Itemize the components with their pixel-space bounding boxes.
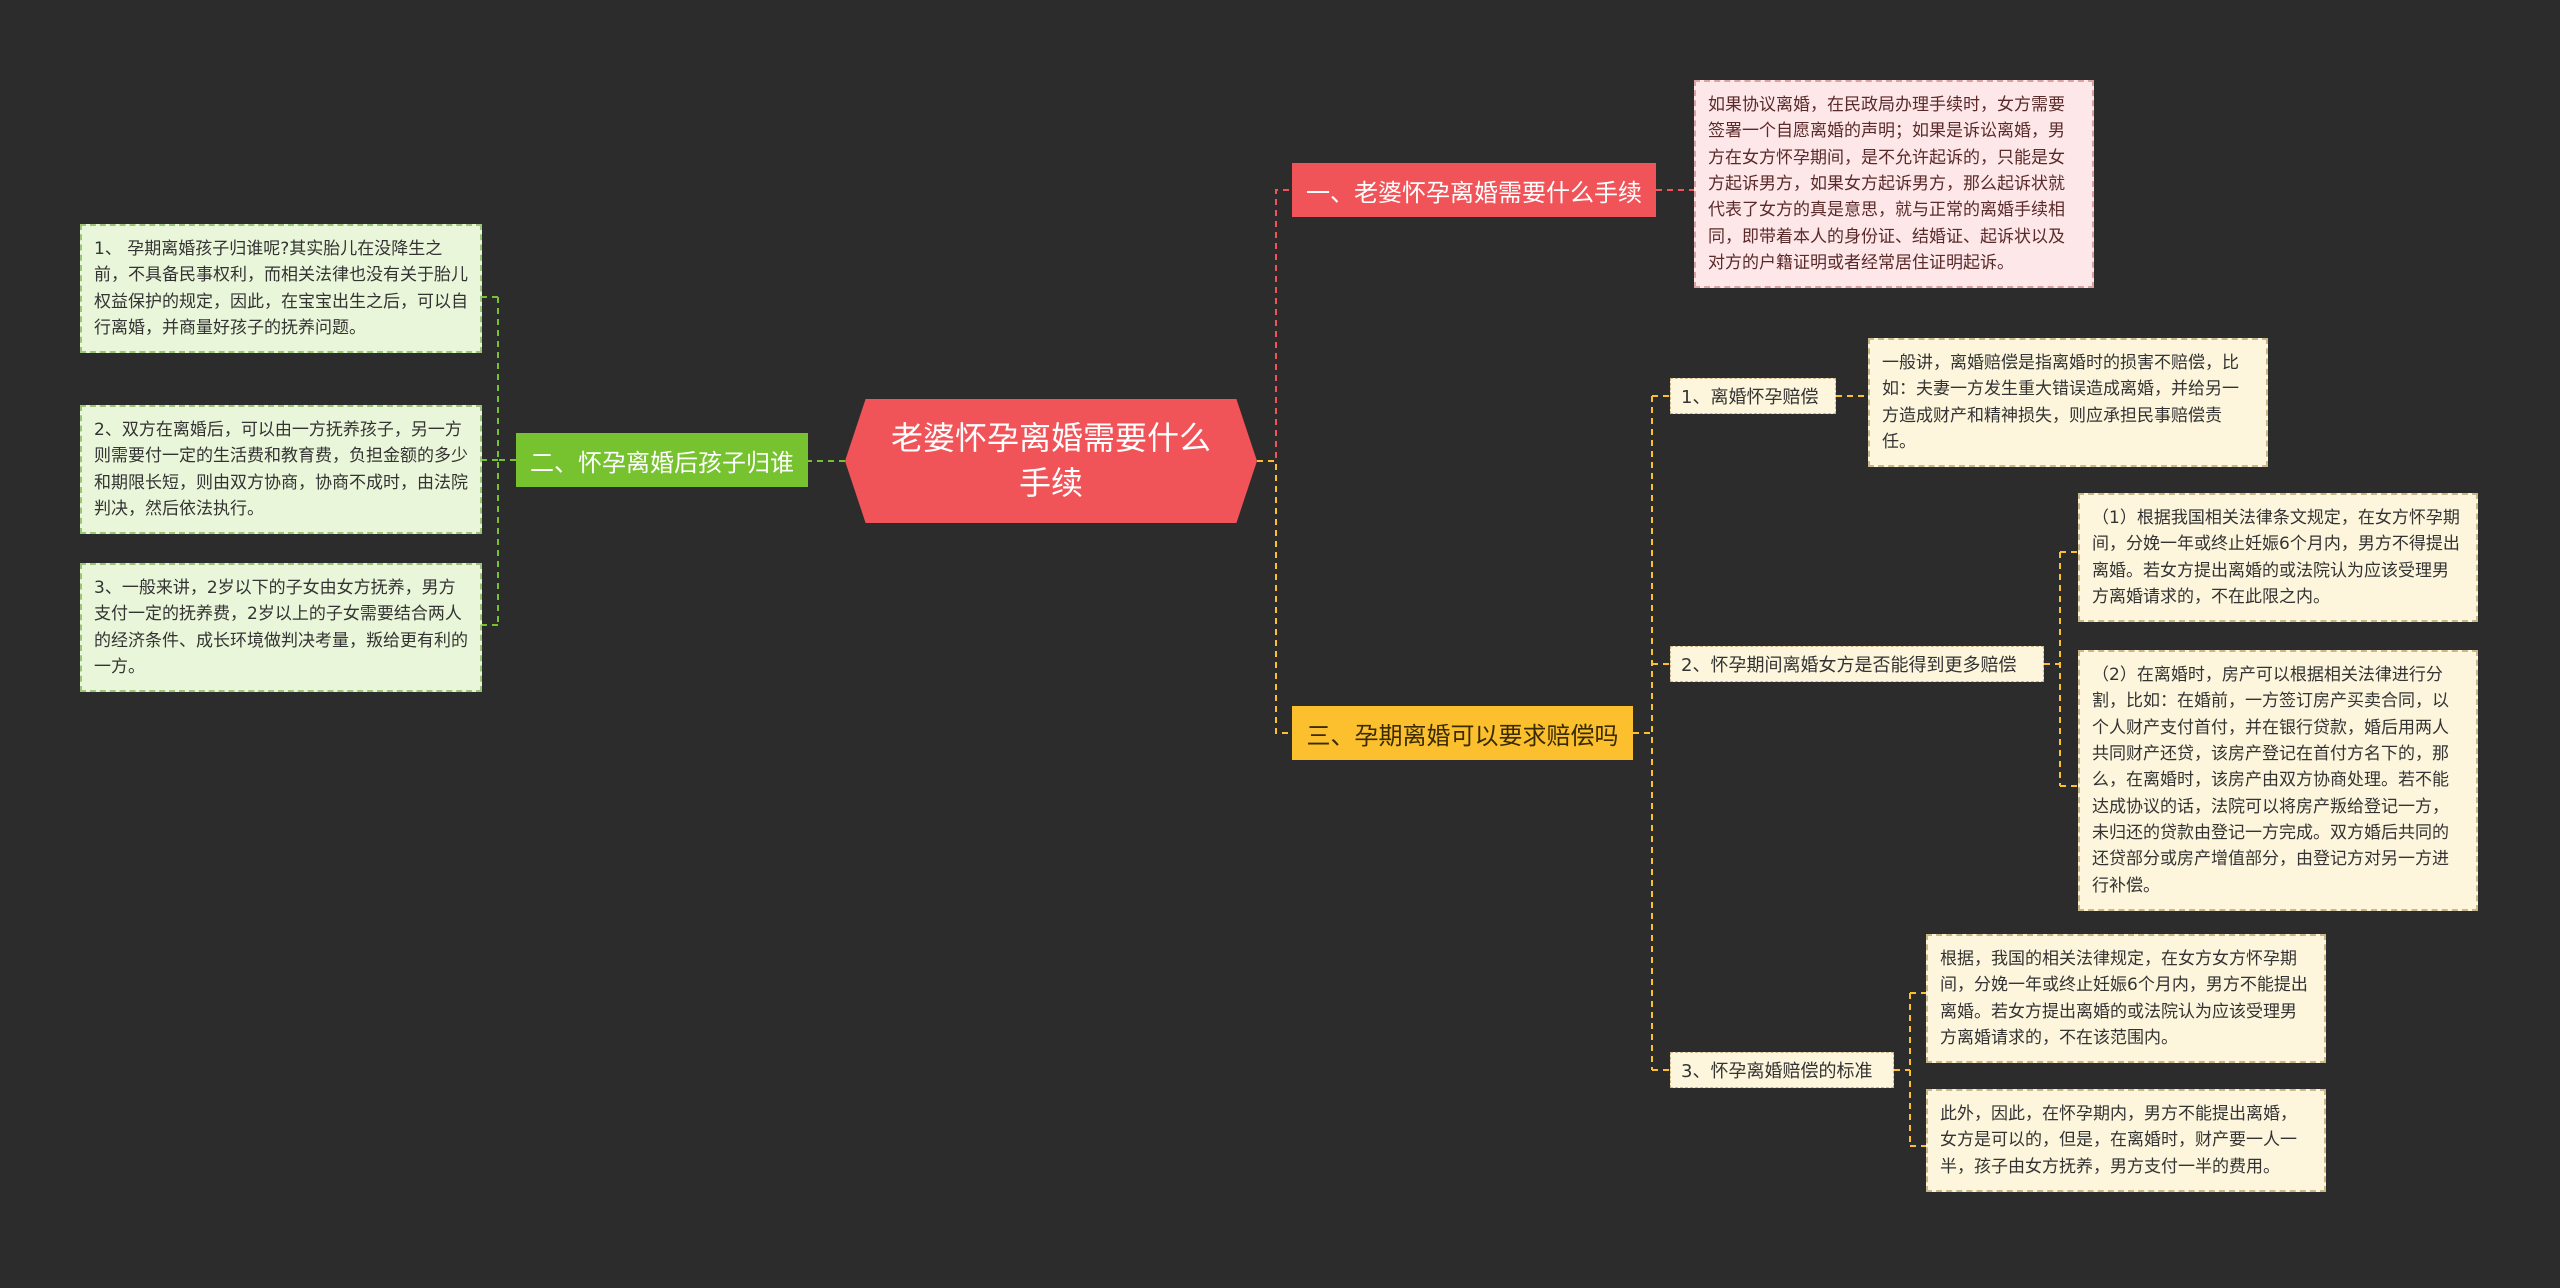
edge-root-b1 (1257, 189, 1292, 462)
branch-compensation-label: 三、孕期离婚可以要求赔偿吗 (1306, 721, 1619, 750)
leaf-text: 此外，因此，在怀孕期内，男方不能提出离婚，女方是可以的，但是，在离婚时，财产要一… (1940, 1104, 2297, 1177)
branch-procedures[interactable]: 一、老婆怀孕离婚需要什么手续 (1292, 163, 1656, 217)
subtopic-label: 3、怀孕离婚赔偿的标准 (1681, 1061, 1873, 1082)
leaf-text: （2）在离婚时，房产可以根据相关法律进行分割，比如：在婚前，一方签订房产买卖合同… (2092, 665, 2449, 896)
edge-root-b3 (1257, 460, 1292, 734)
leaf-compensation-law[interactable]: （1）根据我国相关法律条文规定，在女方怀孕期间，分娩一年或终止妊娠6个月内，男方… (2078, 493, 2478, 623)
branch-procedures-label: 一、老婆怀孕离婚需要什么手续 (1306, 178, 1642, 207)
branch-child-custody-label: 二、怀孕离婚后孩子归谁 (530, 448, 794, 477)
subtopic-label: 1、离婚怀孕赔偿 (1681, 387, 1819, 408)
leaf-property-division[interactable]: （2）在离婚时，房产可以根据相关法律进行分割，比如：在婚前，一方签订房产买卖合同… (2078, 650, 2478, 912)
leaf-text: 3、一般来讲，2岁以下的子女由女方抚养，男方支付一定的抚养费，2岁以上的子女需要… (94, 578, 468, 678)
leaf-text: 1、 孕期离婚孩子归谁呢?其实胎儿在没降生之前，不具备民事权利，而相关法律也没有… (94, 239, 468, 339)
edge-b3-subs (1633, 395, 1670, 1071)
leaf-custody-3[interactable]: 3、一般来讲，2岁以下的子女由女方抚养，男方支付一定的抚养费，2岁以上的子女需要… (80, 563, 482, 693)
leaf-procedure-detail[interactable]: 如果协议离婚，在民政局办理手续时，女方需要签署一个自愿离婚的声明；如果是诉讼离婚… (1694, 80, 2094, 289)
edge-s3-leaves (1894, 992, 1926, 1147)
leaf-standard-property[interactable]: 此外，因此，在怀孕期内，男方不能提出离婚，女方是可以的，但是，在离婚时，财产要一… (1926, 1089, 2326, 1193)
subtopic-compensation-standard[interactable]: 3、怀孕离婚赔偿的标准 (1670, 1052, 1894, 1088)
leaf-custody-1[interactable]: 1、 孕期离婚孩子归谁呢?其实胎儿在没降生之前，不具备民事权利，而相关法律也没有… (80, 224, 482, 354)
leaf-text: 2、双方在离婚后，可以由一方抚养孩子，另一方则需要付一定的生活费和教育费，负担金… (94, 420, 468, 520)
leaf-text: 如果协议离婚，在民政局办理手续时，女方需要签署一个自愿离婚的声明；如果是诉讼离婚… (1708, 95, 2065, 274)
branch-compensation[interactable]: 三、孕期离婚可以要求赔偿吗 (1292, 706, 1633, 760)
root-topic[interactable]: 老婆怀孕离婚需要什么手续 (845, 399, 1257, 523)
subtopic-more-compensation[interactable]: 2、怀孕期间离婚女方是否能得到更多赔偿 (1670, 646, 2044, 682)
branch-child-custody[interactable]: 二、怀孕离婚后孩子归谁 (516, 433, 808, 487)
subtopic-divorce-compensation[interactable]: 1、离婚怀孕赔偿 (1670, 378, 1836, 414)
leaf-text: 一般讲，离婚赔偿是指离婚时的损害不赔偿，比如：夫妻一方发生重大错误造成离婚，并给… (1882, 353, 2239, 453)
root-topic-label: 老婆怀孕离婚需要什么手续 (890, 419, 1211, 502)
edge-s2-leaves (2044, 551, 2078, 787)
leaf-text: （1）根据我国相关法律条文规定，在女方怀孕期间，分娩一年或终止妊娠6个月内，男方… (2092, 508, 2460, 608)
edge-b2-leaves (482, 296, 516, 626)
leaf-custody-2[interactable]: 2、双方在离婚后，可以由一方抚养孩子，另一方则需要付一定的生活费和教育费，负担金… (80, 405, 482, 535)
subtopic-label: 2、怀孕期间离婚女方是否能得到更多赔偿 (1681, 655, 2017, 676)
leaf-standard-law[interactable]: 根据，我国的相关法律规定，在女方女方怀孕期间，分娩一年或终止妊娠6个月内，男方不… (1926, 934, 2326, 1064)
leaf-compensation-definition[interactable]: 一般讲，离婚赔偿是指离婚时的损害不赔偿，比如：夫妻一方发生重大错误造成离婚，并给… (1868, 338, 2268, 468)
leaf-text: 根据，我国的相关法律规定，在女方女方怀孕期间，分娩一年或终止妊娠6个月内，男方不… (1940, 949, 2308, 1049)
